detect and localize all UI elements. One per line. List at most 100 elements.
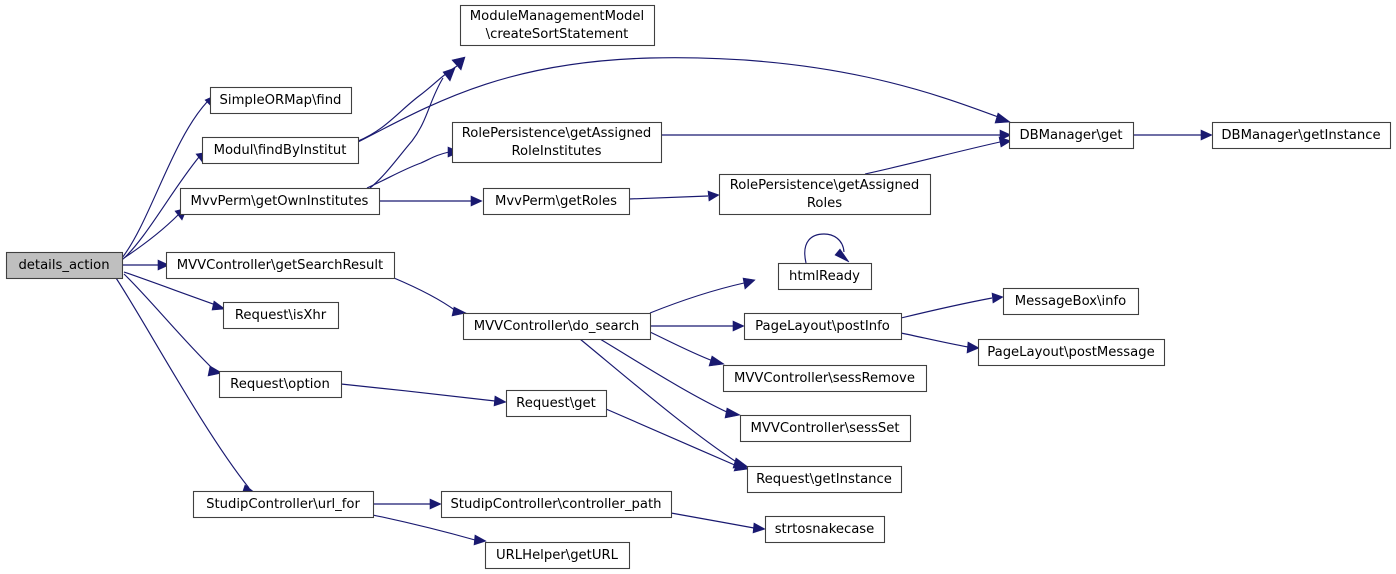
edge-line (649, 282, 745, 314)
node-label: StudipController\url_for (206, 497, 360, 512)
edge-rolep_getassignedr-to-dbmanager_get (864, 136, 1012, 175)
node-box[interactable] (505, 389, 608, 418)
node-label: DBManager\getInstance (1221, 128, 1380, 143)
edge-pagelayout_postinfo-to-pagelayout_postmsg (900, 332, 980, 354)
node-mvvc_getsearchresult[interactable]: MVVController\getSearchResult (165, 251, 396, 280)
edge-line (372, 514, 476, 541)
edge-line (340, 383, 496, 402)
node-dbmanager_get[interactable]: DBManager\get (1008, 121, 1135, 150)
arrowhead-icon (994, 112, 1011, 124)
edge-request_option-to-request_get (340, 383, 507, 407)
node-request_get[interactable]: Request\get (505, 389, 608, 418)
arrowhead-icon (211, 300, 226, 311)
node-box[interactable] (451, 121, 663, 164)
node-box[interactable] (1008, 121, 1135, 150)
node-box[interactable] (1002, 287, 1140, 316)
node-mvvperm_getroles[interactable]: MvvPerm\getRoles (482, 187, 631, 216)
arrowhead-icon (991, 292, 1004, 304)
edge-line (115, 277, 250, 489)
edge-mvvperm_getowninst-to-mvvperm_getroles (379, 195, 483, 207)
node-label: MvvPerm\getRoles (495, 194, 617, 209)
node-label: RolePersistence\getAssigned (730, 178, 920, 193)
node-rolep_getassignedri[interactable]: RolePersistence\getAssignedRoleInstitute… (451, 121, 663, 164)
node-box[interactable] (218, 370, 343, 399)
arrowhead-icon (429, 498, 442, 510)
node-box[interactable] (764, 515, 886, 544)
node-pagelayout_postinfo[interactable]: PageLayout\postInfo (743, 312, 903, 341)
node-urlhelper_geturl[interactable]: URLHelper\getURL (484, 541, 631, 570)
node-mvvperm_getowninst[interactable]: MvvPerm\getOwnInstitutes (179, 187, 381, 216)
node-details_action[interactable]: details_action (5, 251, 124, 280)
edge-line (579, 338, 739, 464)
node-box[interactable] (192, 490, 375, 519)
node-simpleormap_find[interactable]: SimpleORMap\find (209, 86, 353, 115)
node-pagelayout_postmsg[interactable]: PageLayout\postMessage (977, 338, 1166, 367)
node-mvvc_sessset[interactable]: MVVController\sessSet (739, 414, 912, 443)
edge-details_action-to-mvvperm_getowninst (123, 207, 188, 259)
node-studipc_url_for[interactable]: StudipController\url_for (192, 490, 375, 519)
node-box[interactable] (209, 86, 353, 115)
node-request_isxhr[interactable]: Request\isXhr (222, 301, 340, 330)
node-box[interactable] (743, 312, 903, 341)
edge-line (605, 408, 738, 467)
node-mmm_createsort[interactable]: ModuleManagementModel\createSortStatemen… (459, 4, 656, 47)
node-box[interactable] (201, 136, 360, 165)
node-request_getinstance[interactable]: Request\getInstance (746, 465, 903, 494)
arrowhead-icon (752, 522, 766, 534)
node-box[interactable] (482, 187, 631, 216)
node-box[interactable] (440, 490, 673, 519)
node-box[interactable] (222, 301, 340, 330)
node-label: MvvPerm\getOwnInstitutes (191, 194, 369, 209)
arrowhead-icon (442, 67, 456, 82)
edge-dbmanager_get-to-dbmanager_getinst (1133, 129, 1213, 141)
node-messagebox_info[interactable]: MessageBox\info (1002, 287, 1140, 316)
node-strtosnakecase[interactable]: strtosnakecase (764, 515, 886, 544)
node-box[interactable] (459, 4, 656, 47)
edge-line (804, 233, 845, 264)
edge-modul_findbyinstitut-to-dbmanager_get (357, 57, 1011, 143)
edge-mvvc_do_search-to-pagelayout_postinfo (650, 320, 745, 332)
node-label: Modul\findByInstitut (214, 143, 347, 158)
edges-layer (115, 56, 1213, 546)
edge-line (121, 156, 200, 261)
node-label: Request\option (230, 377, 330, 392)
node-label: StudipController\controller_path (450, 497, 661, 512)
edge-mvvc_getsearchresult-to-mvvc_do_search (393, 277, 467, 317)
node-box[interactable] (739, 414, 912, 443)
edge-details_action-to-request_isxhr (123, 271, 226, 311)
node-mvvc_do_search[interactable]: MVVController\do_search (462, 312, 652, 341)
node-box[interactable] (165, 251, 396, 280)
edge-line (123, 273, 214, 370)
node-box[interactable] (718, 173, 932, 216)
node-box[interactable] (5, 251, 124, 280)
arrowhead-icon (707, 190, 720, 202)
node-box[interactable] (179, 187, 381, 216)
node-box[interactable] (722, 364, 928, 393)
edge-studipc_url_for-to-studipc_ctrlpath (373, 498, 442, 510)
edge-line (357, 65, 458, 142)
node-mvvc_sessremove[interactable]: MVVController\sessRemove (722, 364, 928, 393)
arrowhead-icon (724, 407, 741, 419)
node-htmlready[interactable]: htmlReady (777, 262, 873, 291)
edge-line (121, 101, 208, 259)
node-request_option[interactable]: Request\option (218, 370, 343, 399)
edge-line (670, 512, 755, 529)
nodes-layer: details_action SimpleORMap\findModul\find… (5, 4, 1392, 570)
edge-mvvperm_getowninst-to-rolep_getassignedri (366, 146, 461, 189)
node-label: RoleInstitutes (511, 144, 601, 159)
node-dbmanager_getinst[interactable]: DBManager\getInstance (1211, 121, 1392, 150)
node-studipc_ctrlpath[interactable]: StudipController\controller_path (440, 490, 673, 519)
edge-mvvperm_getowninst-to-mmm_createsort (369, 67, 456, 189)
node-label: \createSortStatement (486, 27, 629, 42)
node-box[interactable] (484, 541, 631, 570)
node-box[interactable] (746, 465, 903, 494)
node-box[interactable] (977, 338, 1166, 367)
node-modul_findbyinstitut[interactable]: Modul\findByInstitut (201, 136, 360, 165)
node-label: strtosnakecase (775, 522, 875, 537)
edge-line (123, 271, 217, 306)
node-box[interactable] (462, 312, 652, 341)
edge-line (369, 77, 444, 189)
node-box[interactable] (777, 262, 873, 291)
node-box[interactable] (1211, 121, 1392, 150)
